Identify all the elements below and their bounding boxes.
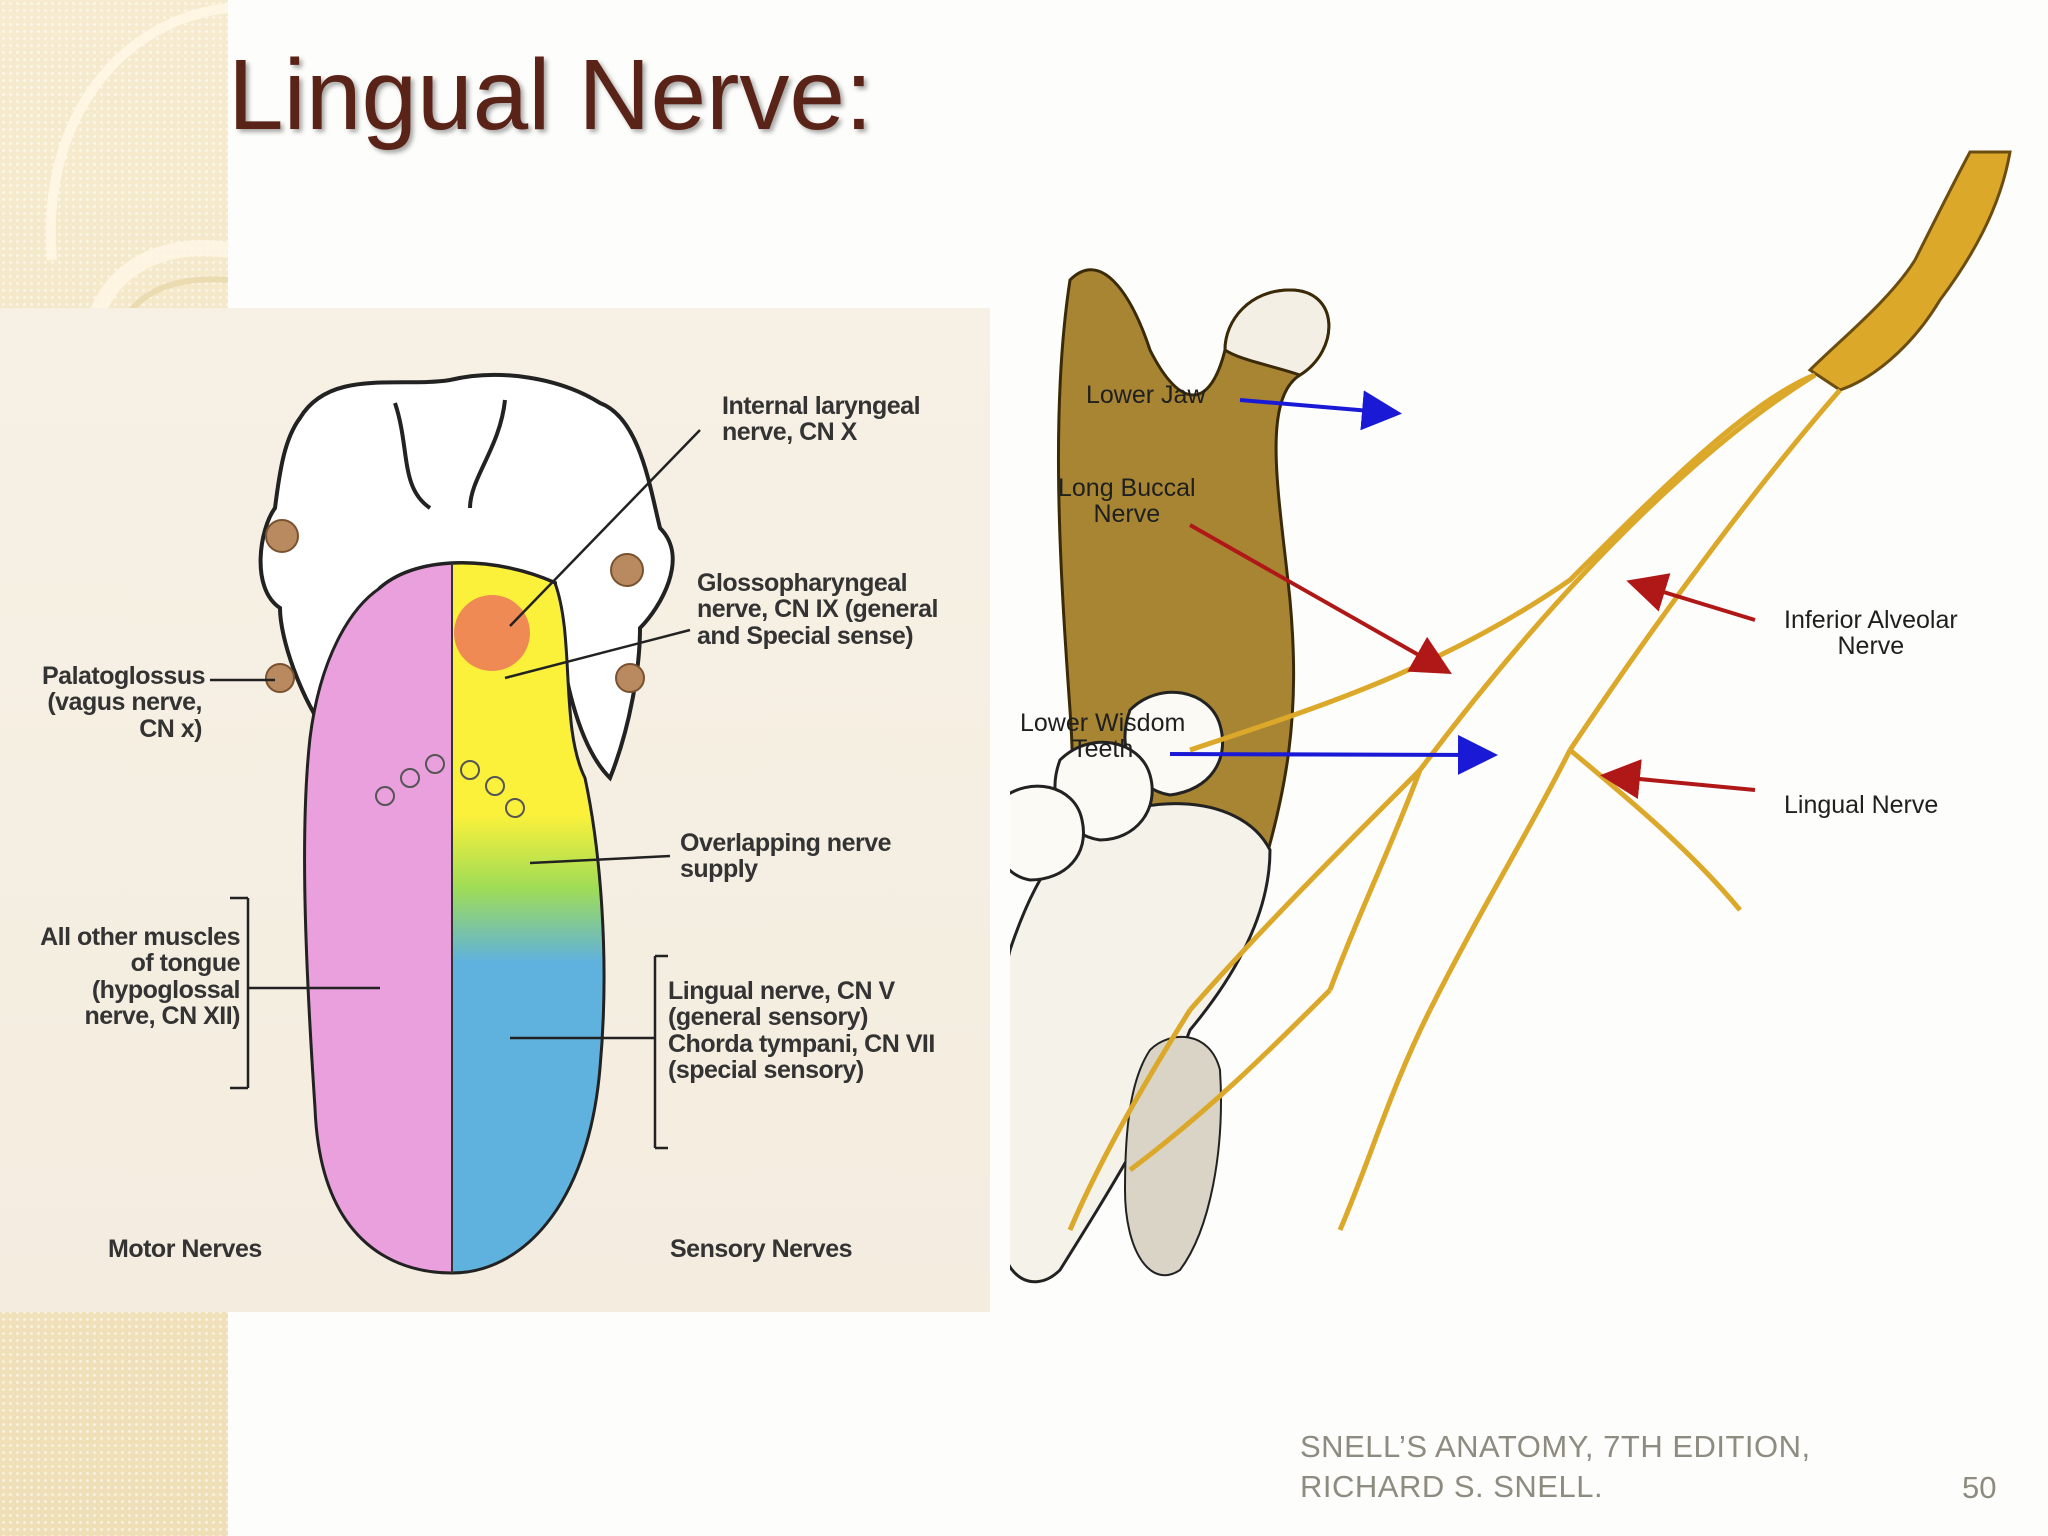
- label-motor-nerves: Motor Nerves: [108, 1235, 262, 1263]
- larynx-spot: [454, 595, 530, 671]
- label-long-buccal: Long Buccal Nerve: [1058, 474, 1196, 529]
- label-glossopharyngeal: Glossopharyngeal nerve, CN IX (general a…: [697, 569, 938, 650]
- motor-region: [304, 563, 452, 1273]
- papillae-marks: [375, 754, 525, 818]
- slide-title: Lingual Nerve:: [228, 39, 873, 151]
- bone-cross-section: [1123, 1036, 1222, 1277]
- slide-number: 50: [1962, 1470, 1997, 1505]
- pharynx-outline: [258, 372, 675, 782]
- tongue-innervation-diagram: Internal laryngeal nerve, CN X Glossopha…: [0, 308, 990, 1312]
- tongue-illustration: [210, 372, 701, 1275]
- label-sensory-nerves: Sensory Nerves: [670, 1235, 853, 1263]
- label-lingual-nerve: Lingual Nerve: [1784, 791, 1939, 819]
- label-palatoglossus: Palatoglossus (vagus nerve, CN x): [42, 662, 206, 743]
- arrow-inferior-alveolar: [1626, 573, 1756, 622]
- source-caption: SNELL’S ANATOMY, 7TH EDITION, RICHARD S.…: [1300, 1429, 1811, 1505]
- label-other-muscles: All other muscles of tongue (hypoglossal…: [40, 923, 240, 1030]
- arrow-wisdom-teeth: [1169, 734, 1498, 775]
- label-lingual-chorda: Lingual nerve, CN V (general sensory) Ch…: [668, 977, 935, 1084]
- arrow-lower-jaw: [1239, 390, 1402, 431]
- label-wisdom-teeth: Lower Wisdom Teeth: [1020, 709, 1186, 764]
- label-lower-jaw: Lower Jaw: [1086, 381, 1206, 409]
- mandible-illustration: [992, 150, 2012, 1284]
- label-inferior-alveolar: Inferior Alveolar Nerve: [1784, 606, 1958, 661]
- nerve-branches: [1067, 372, 1842, 1231]
- arrow-long-buccal: [1189, 523, 1452, 674]
- mandible-nerve-diagram: Lower Jaw Long Buccal Nerve Lower Wisdom…: [992, 150, 2040, 1430]
- molar-teeth: [992, 690, 1225, 882]
- nerve-trunk-top: [1807, 150, 2012, 392]
- label-overlapping-supply: Overlapping nerve supply: [680, 829, 892, 884]
- arrow-lingual-nerve: [1600, 759, 1756, 799]
- label-internal-laryngeal: Internal laryngeal nerve, CN X: [722, 392, 921, 447]
- tonsil-markings: [265, 519, 645, 693]
- tongue-leader-lines: [210, 429, 701, 1150]
